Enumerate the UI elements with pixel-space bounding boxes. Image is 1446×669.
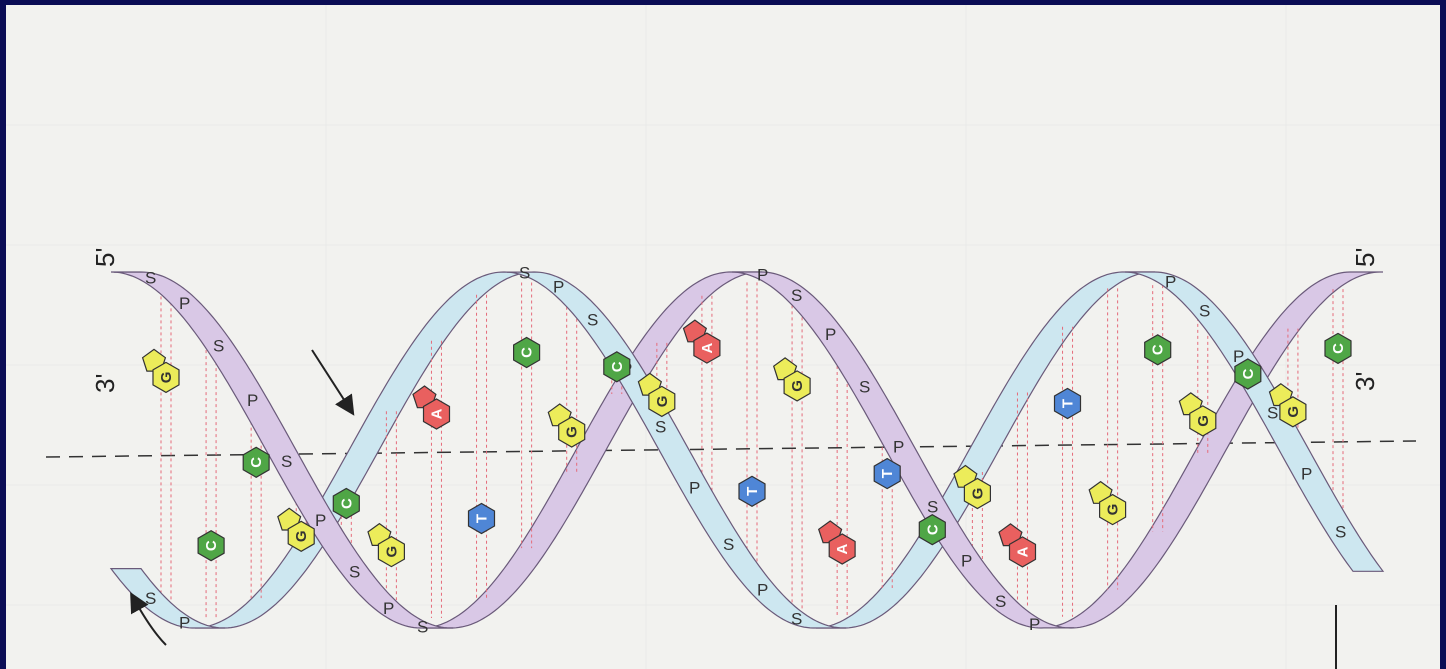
- strand-a-backbone-label: S: [927, 498, 938, 517]
- base-letter: G: [969, 488, 986, 500]
- base-letter: A: [1014, 546, 1031, 557]
- base-letter: G: [293, 530, 310, 542]
- strand-a-backbone-label: P: [179, 294, 190, 313]
- label-top-left-5prime: 5': [90, 248, 120, 267]
- label-top-left-3prime: 3': [90, 374, 120, 393]
- strand-a-backbone-label: P: [825, 325, 836, 344]
- base-C: C: [243, 447, 269, 477]
- base-G: G: [548, 404, 584, 447]
- strand-b-backbone-label: P: [553, 277, 564, 296]
- strand-a-backbone-label: P: [383, 599, 394, 618]
- strand-b-backbone-label: S: [587, 311, 598, 330]
- base-G: G: [1179, 393, 1215, 436]
- dna-double-helix-diagram: SPSPSPSPSPSPSPSPSPSPSPSPSPSPSPSPSPS GCCG…: [6, 5, 1440, 669]
- base-letter: A: [428, 408, 445, 419]
- base-A: A: [684, 320, 720, 363]
- label-top-right-3prime: 3': [1350, 372, 1380, 391]
- base-letter: G: [1195, 415, 1212, 427]
- base-letter: C: [203, 540, 220, 551]
- base-letter: G: [654, 396, 671, 408]
- base-A: A: [413, 386, 450, 429]
- strand-a-backbone-label: S: [791, 286, 802, 305]
- base-letter: A: [699, 342, 716, 353]
- strand-a-backbone-label: P: [893, 437, 904, 456]
- strand-b-segment-0: [111, 569, 225, 628]
- base-G: G: [368, 524, 404, 567]
- base-letter: C: [338, 498, 355, 509]
- base-C: C: [198, 531, 224, 561]
- base-letter: G: [383, 546, 400, 558]
- strand-a-backbone-label: S: [995, 592, 1006, 611]
- strand-b-backbone-label: S: [1335, 523, 1346, 542]
- strand-b-backbone-label: S: [791, 610, 802, 629]
- base-G: G: [1089, 482, 1125, 525]
- strand-b-backbone-label: P: [757, 581, 768, 600]
- diagram-frame: SPSPSPSPSPSPSPSPSPSPSPSPSPSPSPSPSPS GCCG…: [6, 5, 1440, 669]
- strand-b-backbone-label: S: [145, 589, 156, 608]
- base-letter: G: [158, 372, 175, 384]
- strand-b-backbone-label: P: [689, 479, 700, 498]
- base-letter: T: [474, 514, 491, 523]
- base-letter: G: [789, 380, 806, 392]
- strand-a-backbone-label: S: [213, 336, 224, 355]
- label-top-right-5prime: 5': [1350, 248, 1380, 267]
- base-G: G: [143, 349, 179, 392]
- base-C: C: [514, 338, 540, 368]
- base-letter: G: [1285, 406, 1302, 418]
- strand-a-backbone-label: P: [247, 391, 258, 410]
- base-T: T: [469, 504, 495, 534]
- base-letter: C: [609, 361, 626, 372]
- strand-b-backbone-label: P: [179, 614, 190, 633]
- base-C: C: [1145, 335, 1171, 365]
- base-letter: C: [1240, 368, 1257, 379]
- strand-a-backbone-label: S: [281, 452, 292, 471]
- base-letter: A: [834, 543, 851, 554]
- direction-arrow-down: [312, 350, 350, 409]
- base-letter: T: [879, 469, 896, 478]
- base-letter: C: [519, 347, 536, 358]
- strand-b-backbone-label: S: [655, 418, 666, 437]
- strand-a-backbone-label: P: [315, 511, 326, 530]
- strand-b-backbone-label: S: [1199, 301, 1210, 320]
- base-letter: C: [1150, 344, 1167, 355]
- base-T: T: [739, 476, 765, 506]
- base-G: G: [774, 358, 810, 401]
- strand-a-backbone-label: P: [961, 551, 972, 570]
- strand-b-backbone-label: S: [723, 535, 734, 554]
- strand-a-backbone-label: P: [1029, 615, 1040, 634]
- strand-a-backbone-label: P: [757, 266, 768, 285]
- base-letter: C: [248, 457, 265, 468]
- base-letter: T: [1060, 399, 1077, 408]
- strand-b-backbone-label: S: [1267, 403, 1278, 422]
- base-A: A: [819, 521, 855, 564]
- strand-b-backbone-label: S: [519, 263, 530, 282]
- base-letter: G: [1105, 504, 1122, 516]
- strand-b-backbone-label: P: [1301, 464, 1312, 483]
- base-T: T: [1055, 389, 1081, 419]
- base-letter: C: [924, 524, 941, 535]
- base-letter: C: [1330, 343, 1347, 354]
- base-A: A: [999, 524, 1036, 567]
- base-letter: G: [564, 426, 581, 438]
- strand-a-backbone-label: S: [349, 562, 360, 581]
- strand-b-backbone-label: P: [1165, 272, 1176, 291]
- strand-a-backbone-label: S: [859, 377, 870, 396]
- base-C: C: [1325, 333, 1351, 363]
- strand-a-backbone-label: S: [145, 269, 156, 288]
- strand-a-backbone-label: S: [417, 617, 428, 636]
- base-letter: T: [744, 487, 761, 496]
